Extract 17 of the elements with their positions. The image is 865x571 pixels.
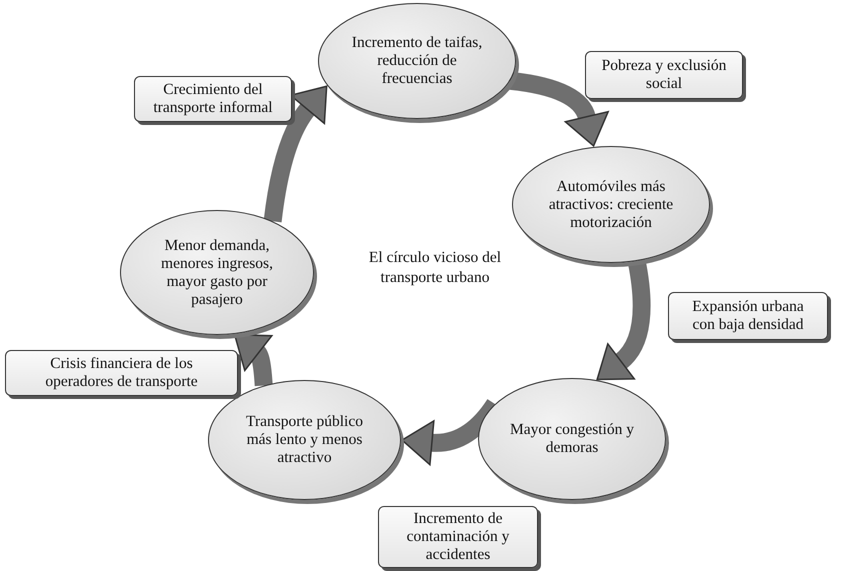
factor-box [134,76,292,122]
factor-box [5,350,238,396]
curved-arrow [264,84,326,222]
node-text: Menor demanda, menores ingresos, mayor gasto por pasajero [160,236,274,308]
center-title: El círculo vicioso del transporte urbano [368,248,502,288]
node-text: Incremento de taifas, reducción de frecuencias [350,34,484,88]
node-text: Expansión urbana con baja densidad [691,298,805,334]
node-text: Pobreza y exclusión social [600,57,728,93]
factor-box [585,51,743,99]
factor-box [668,292,828,340]
node-text: Transporte público más lento y menos atractivo [245,413,364,467]
node-text: Automóviles más atractivos: creciente motorización [548,178,674,232]
node-text: Crisis financiera de los operadores de transporte [44,355,199,391]
factor-box [378,506,538,568]
node-text: Mayor congestión y demoras [509,421,635,457]
node-text: Crecimiento del transporte informal [152,81,274,117]
node-text: Incremento de contaminación y accidentes [406,510,510,564]
